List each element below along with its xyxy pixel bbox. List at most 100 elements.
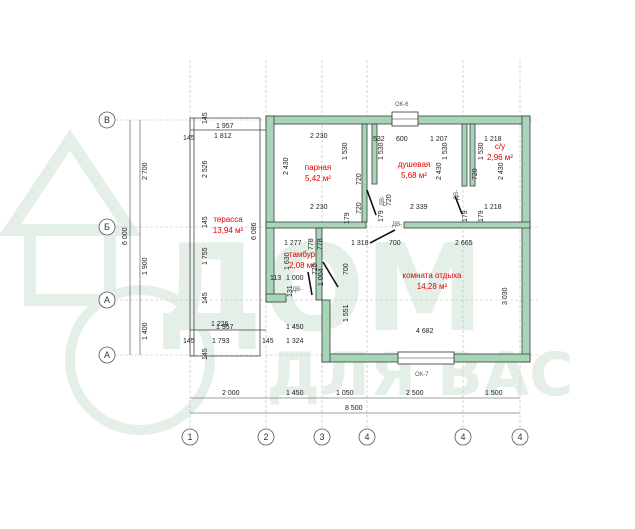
dim-v-4: 1 530 bbox=[342, 142, 349, 160]
dim-v-25: 720 bbox=[312, 263, 319, 275]
dim-mid-0: 2 230 bbox=[310, 204, 328, 211]
room-area-tambur: 2,08 м² bbox=[289, 261, 315, 270]
dim-v-7: 2 430 bbox=[436, 162, 443, 180]
bottom-dimensions: 2 000 1 450 1 050 2 500 1 500 8 500 bbox=[222, 390, 503, 412]
dim-left-2: 1 400 bbox=[142, 322, 149, 340]
col-axis-4a: 4 bbox=[364, 432, 369, 442]
left-dimension-lines bbox=[129, 120, 141, 355]
room-name-shower: душевая bbox=[398, 160, 430, 169]
dim-bottom-total: 8 500 bbox=[345, 405, 363, 412]
door-label-2: ДВ- bbox=[454, 190, 460, 200]
door-labels: ДВ- ДВ- ДВ- ДВ- bbox=[292, 190, 460, 293]
dim-v-26: 131 bbox=[287, 285, 294, 297]
doors bbox=[307, 189, 463, 296]
dim-top-5: 1 207 bbox=[430, 136, 448, 143]
dim-top-1: 1 812 bbox=[214, 133, 232, 140]
dim-v-14: 720 bbox=[386, 194, 393, 206]
dim-v-20: 700 bbox=[343, 263, 350, 275]
dim-145-0: 145 bbox=[202, 112, 209, 124]
bottom-dimension-lines bbox=[190, 397, 520, 414]
room-area-rest: 14,28 м² bbox=[417, 282, 448, 291]
room-area-wc: 2,96 м² bbox=[487, 153, 513, 162]
dim-v-2: 6 086 bbox=[251, 222, 258, 240]
col-axis-4c: 4 bbox=[517, 432, 522, 442]
dim-v-0: 2 526 bbox=[202, 160, 209, 178]
dim-v-5: 1 530 bbox=[378, 142, 385, 160]
col-axis-1: 1 bbox=[187, 432, 192, 442]
window-top-label: ОК-6 bbox=[395, 102, 409, 108]
dim-v-9: 2 430 bbox=[498, 162, 505, 180]
room-labels: терасса 13,94 м² парная 5,42 м² душевая … bbox=[213, 142, 514, 291]
dim-145-3: 145 bbox=[202, 292, 209, 304]
row-axis-v: В bbox=[104, 115, 110, 125]
dim-low-2: 1 793 bbox=[212, 338, 230, 345]
door-tambur bbox=[307, 271, 313, 296]
column-axes: 1 2 3 4 4 4 bbox=[181, 428, 529, 446]
window-bottom-label: ОК-7 bbox=[415, 372, 429, 378]
col-axis-3: 3 bbox=[319, 432, 324, 442]
dim-v-1: 1 755 bbox=[202, 247, 209, 265]
dim-bottom-1: 1 450 bbox=[286, 390, 304, 397]
room-area-terrace: 13,94 м² bbox=[213, 226, 244, 235]
dim-low-4: 1 324 bbox=[286, 338, 304, 345]
low-dimensions: 1 957 1 450 1 793 145 1 324 4 682 1 226 bbox=[211, 321, 434, 345]
dim-top-0: 1 957 bbox=[216, 123, 234, 130]
dim-v-10: 720 bbox=[356, 173, 363, 185]
dim-left-total: 6 000 bbox=[122, 227, 129, 245]
dim-mid-3: 1 277 bbox=[284, 240, 302, 247]
door-wc bbox=[454, 195, 463, 215]
room-name-rest: комната отдыха bbox=[403, 271, 462, 280]
dim-bottom-0: 2 000 bbox=[222, 390, 240, 397]
terrace-outline bbox=[189, 117, 266, 357]
dim-mid-4: 778 bbox=[317, 238, 324, 250]
left-dimensions: 2 700 1 900 1 400 6 000 bbox=[122, 162, 149, 340]
row-axes: В Б А А bbox=[98, 111, 116, 364]
dim-top-6: 1 218 bbox=[484, 136, 502, 143]
dim-low-6: 1 226 bbox=[211, 321, 229, 328]
row-axis-a2: А bbox=[104, 350, 110, 360]
dim-left-1: 1 900 bbox=[142, 257, 149, 275]
dim-v-13: 179 bbox=[378, 210, 385, 222]
dim-145-1: 145 bbox=[183, 135, 195, 142]
dim-145-5: 145 bbox=[202, 348, 209, 360]
dim-bottom-2: 1 050 bbox=[336, 390, 354, 397]
dim-v-16: 720 bbox=[472, 168, 479, 180]
col-axis-2: 2 bbox=[263, 432, 268, 442]
mid-dimensions: 2 230 2 339 1 218 1 277 778 1 318 700 2 … bbox=[284, 204, 502, 250]
dim-v-27: 1 004 bbox=[318, 268, 325, 286]
dim-top-4: 600 bbox=[396, 136, 408, 143]
inner-145-dimensions: 145 145 145 145 145 145 bbox=[183, 112, 209, 360]
dim-v-17: 179 bbox=[478, 210, 485, 222]
dim-mid-5: 1 318 bbox=[351, 240, 369, 247]
watermark-house-icon bbox=[0, 129, 142, 306]
dim-v-12: 720 bbox=[356, 202, 363, 214]
dim-145-2: 145 bbox=[202, 216, 209, 228]
dim-top-2: 2 230 bbox=[310, 133, 328, 140]
row-axis-b: Б bbox=[104, 222, 110, 232]
top-dimensions: 1 957 1 812 2 230 532 600 1 207 1 218 bbox=[214, 123, 502, 143]
dim-v-15: 179 bbox=[462, 210, 469, 222]
room-area-shower: 5,68 м² bbox=[401, 171, 427, 180]
col-axis-4b: 4 bbox=[460, 432, 465, 442]
dim-v-11: 179 bbox=[344, 212, 351, 224]
dim-mid-1: 2 339 bbox=[410, 204, 428, 211]
dim-bottom-3: 2 500 bbox=[406, 390, 424, 397]
door-label-3: ДВ- bbox=[392, 222, 402, 228]
dim-mid-2: 1 218 bbox=[484, 204, 502, 211]
room-name-sauna: парная bbox=[305, 163, 331, 172]
room-name-wc: с/у bbox=[495, 142, 505, 151]
dim-v-6: 1 530 bbox=[442, 142, 449, 160]
dim-v-8: 1 530 bbox=[478, 142, 485, 160]
dim-v-3: 2 430 bbox=[283, 157, 290, 175]
dim-low-0: 1 957 bbox=[216, 324, 234, 331]
dim-v-24: 1 000 bbox=[286, 275, 304, 282]
door-label-1: ДВ- bbox=[380, 196, 386, 206]
dim-mid-6: 700 bbox=[389, 240, 401, 247]
room-name-terrace: терасса bbox=[213, 215, 243, 224]
watermark: ДОМ ДЛЯ ВАС bbox=[0, 129, 573, 435]
door-rest bbox=[322, 261, 339, 288]
dim-v-21: 1 551 bbox=[343, 304, 350, 322]
windows: ОК-6 ОК-7 bbox=[391, 102, 455, 378]
dim-mid-7: 2 665 bbox=[455, 240, 473, 247]
